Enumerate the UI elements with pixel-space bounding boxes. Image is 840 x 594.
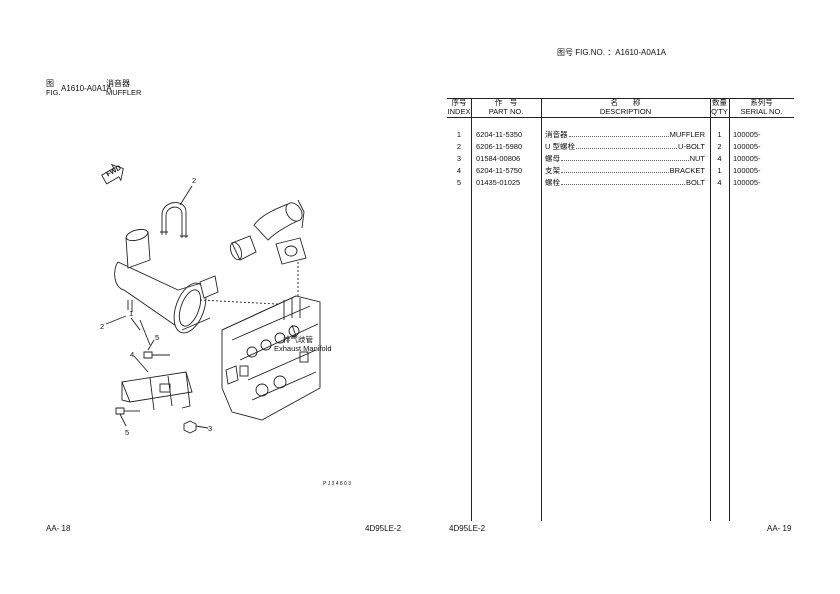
row-index: 1	[456, 130, 462, 139]
engine-block	[221, 295, 321, 421]
row-index: 4	[456, 166, 462, 175]
u-bolt-lower	[127, 300, 133, 312]
row-index: 2	[456, 142, 462, 151]
row-description: 支架 BRACKET	[545, 165, 705, 176]
row-desc-zh: U 型螺栓	[545, 142, 575, 151]
col-divider	[471, 98, 472, 521]
u-bolt-top	[160, 202, 188, 238]
row-part-no: 01435-01025	[476, 178, 521, 187]
table-top-rule	[447, 98, 794, 99]
right-model: 4D95LE-2	[449, 524, 486, 533]
nut	[183, 420, 197, 434]
row-index: 3	[456, 154, 462, 163]
col-divider	[541, 98, 542, 521]
row-part-no: 6204-11-5350	[476, 130, 523, 139]
header-desc-zh: 名 称	[610, 98, 641, 107]
elbow-pipe	[253, 199, 305, 241]
callout-5-upper: 5	[155, 333, 160, 342]
row-description: 螺母 NUT	[545, 153, 705, 164]
header-qty-zh: 数量	[712, 98, 727, 107]
row-desc-zh: 支架	[545, 166, 560, 175]
right-page-number: AA- 19	[767, 524, 792, 533]
callout-2-lower: 2	[100, 322, 105, 331]
row-desc-zh: 消音器	[545, 130, 568, 139]
gasket	[275, 237, 307, 265]
pipe-sleeve	[229, 235, 257, 261]
row-desc-zh: 螺母	[545, 154, 560, 163]
row-desc-en: BRACKET	[669, 166, 705, 175]
row-serial: 100005-	[733, 142, 761, 151]
row-part-no: 01584-00806	[476, 154, 521, 163]
header-serial-en: SERIAL NO.	[740, 107, 783, 116]
left-model: 4D95LE-2	[365, 524, 402, 533]
row-serial: 100005-	[733, 154, 761, 163]
fwd-arrow-icon	[101, 163, 124, 185]
row-desc-en: NUT	[689, 154, 705, 163]
row-serial: 100005-	[733, 178, 761, 187]
row-description: 消音器 MUFFLER	[545, 129, 705, 140]
manifold-label-zh: 排气歧管	[283, 335, 313, 344]
col-divider	[710, 98, 711, 521]
bracket	[121, 371, 193, 411]
manifold-label-en: Exhaust Manifold	[274, 344, 332, 353]
row-desc-en: U-BOLT	[678, 142, 705, 151]
header-serial-zh: 系列号	[750, 98, 773, 107]
title-en: MUFFLER	[106, 88, 142, 97]
row-serial: 100005-	[733, 166, 761, 175]
header-index-zh: 序号	[451, 98, 467, 107]
title-zh: 消音器	[106, 79, 130, 88]
muffler-body	[114, 228, 219, 334]
muffler-exploded-diagram	[101, 163, 321, 434]
left-page-number: AA- 18	[46, 524, 71, 533]
row-description: U 型螺栓 U-BOLT	[545, 141, 705, 152]
row-qty: 1	[717, 130, 722, 139]
fig-number-label: 图号 FIG.NO. ：A1610-A0A1A	[557, 48, 666, 57]
row-index: 5	[456, 178, 462, 187]
fig-code: A1610-A0A1A	[61, 84, 112, 93]
bolt-upper	[143, 351, 170, 359]
fig-label-zh: 图	[46, 79, 54, 88]
col-divider	[729, 98, 730, 521]
callout-1: 1	[129, 309, 134, 318]
fig-label-en: FIG.	[46, 88, 61, 97]
header-desc-en: DESCRIPTION	[599, 107, 652, 116]
header-qty-en: Q'TY	[711, 107, 728, 116]
row-qty: 1	[717, 166, 722, 175]
row-part-no: 6204-11-5750	[476, 166, 523, 175]
callout-4: 4	[130, 350, 135, 359]
row-part-no: 6206-11-5980	[476, 142, 523, 151]
row-description: 螺栓 BOLT	[545, 177, 705, 188]
callout-3: 3	[208, 424, 213, 433]
header-index-en: INDEX	[447, 107, 471, 116]
header-part-zh: 作 号	[494, 98, 518, 107]
row-qty: 2	[717, 142, 722, 151]
callout-5-lower: 5	[125, 428, 130, 437]
bolt-lower	[115, 407, 140, 415]
callout-2-top: 2	[192, 176, 197, 185]
row-qty: 4	[717, 178, 722, 187]
row-qty: 4	[717, 154, 722, 163]
row-desc-en: BOLT	[685, 178, 705, 187]
row-serial: 100005-	[733, 130, 761, 139]
diagram-code: P J 3 4 8 0 3	[323, 481, 351, 487]
header-part-en: PART NO.	[488, 107, 524, 116]
row-desc-zh: 螺栓	[545, 178, 560, 187]
table-header-rule	[447, 117, 794, 118]
row-desc-en: MUFFLER	[669, 130, 705, 139]
